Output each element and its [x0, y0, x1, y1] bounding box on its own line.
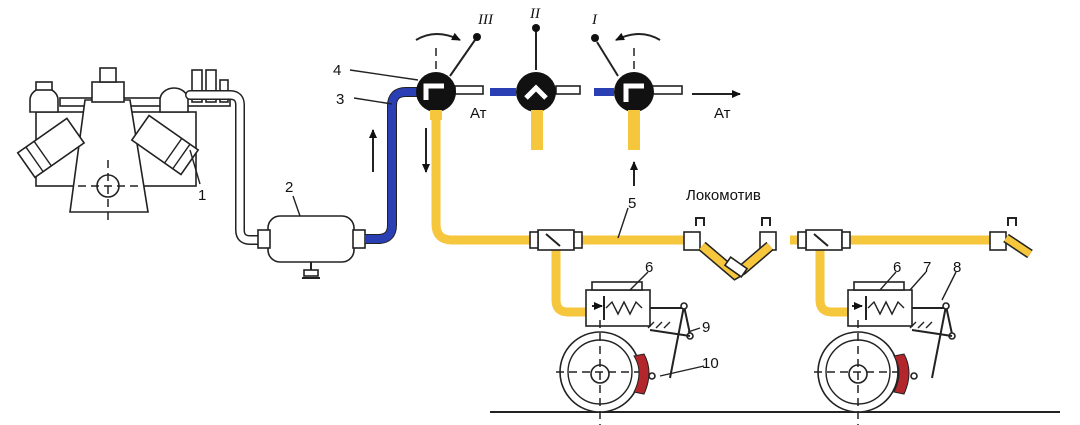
air-distributor-2 — [797, 229, 851, 251]
atmosphere-label-left: Ат — [470, 105, 487, 122]
label-4: 4 — [333, 62, 341, 79]
brake-shoe-1 — [633, 353, 650, 395]
label-8: 8 — [953, 259, 961, 276]
brake-line — [431, 112, 700, 245]
position-III-label: III — [477, 12, 494, 28]
air-distributor-1 — [529, 229, 583, 251]
label-5: 5 — [628, 195, 636, 212]
wheel-2 — [814, 320, 904, 425]
compressor-outlet-pipe — [185, 90, 267, 245]
label-2: 2 — [285, 179, 293, 196]
main-reservoir — [257, 215, 366, 279]
brake-cylinder-2 — [847, 281, 946, 327]
drivers-valve-position-I — [591, 32, 683, 186]
atmosphere-label-right: Ат — [714, 105, 731, 122]
wheel-1 — [556, 320, 646, 425]
label-6-car1: 6 — [645, 259, 653, 276]
brake-rigging-2 — [909, 302, 956, 379]
brake-shoe-2 — [893, 353, 910, 395]
compressor — [16, 67, 231, 220]
label-6-car2: 6 — [893, 259, 901, 276]
label-7: 7 — [923, 259, 931, 276]
position-II-label: II — [529, 6, 541, 22]
locomotive-label: Локомотив — [686, 187, 761, 204]
label-9: 9 — [702, 319, 710, 336]
brake-cylinder-1 — [585, 281, 684, 327]
label-10: 10 — [702, 355, 719, 372]
leader-lines — [189, 69, 957, 377]
drivers-valve-position-II — [490, 24, 581, 150]
label-1: 1 — [198, 187, 206, 204]
inter-car-hose — [683, 217, 1033, 281]
position-I-label: I — [591, 12, 598, 28]
label-3: 3 — [336, 91, 344, 108]
brake-rigging-1 — [647, 302, 694, 379]
